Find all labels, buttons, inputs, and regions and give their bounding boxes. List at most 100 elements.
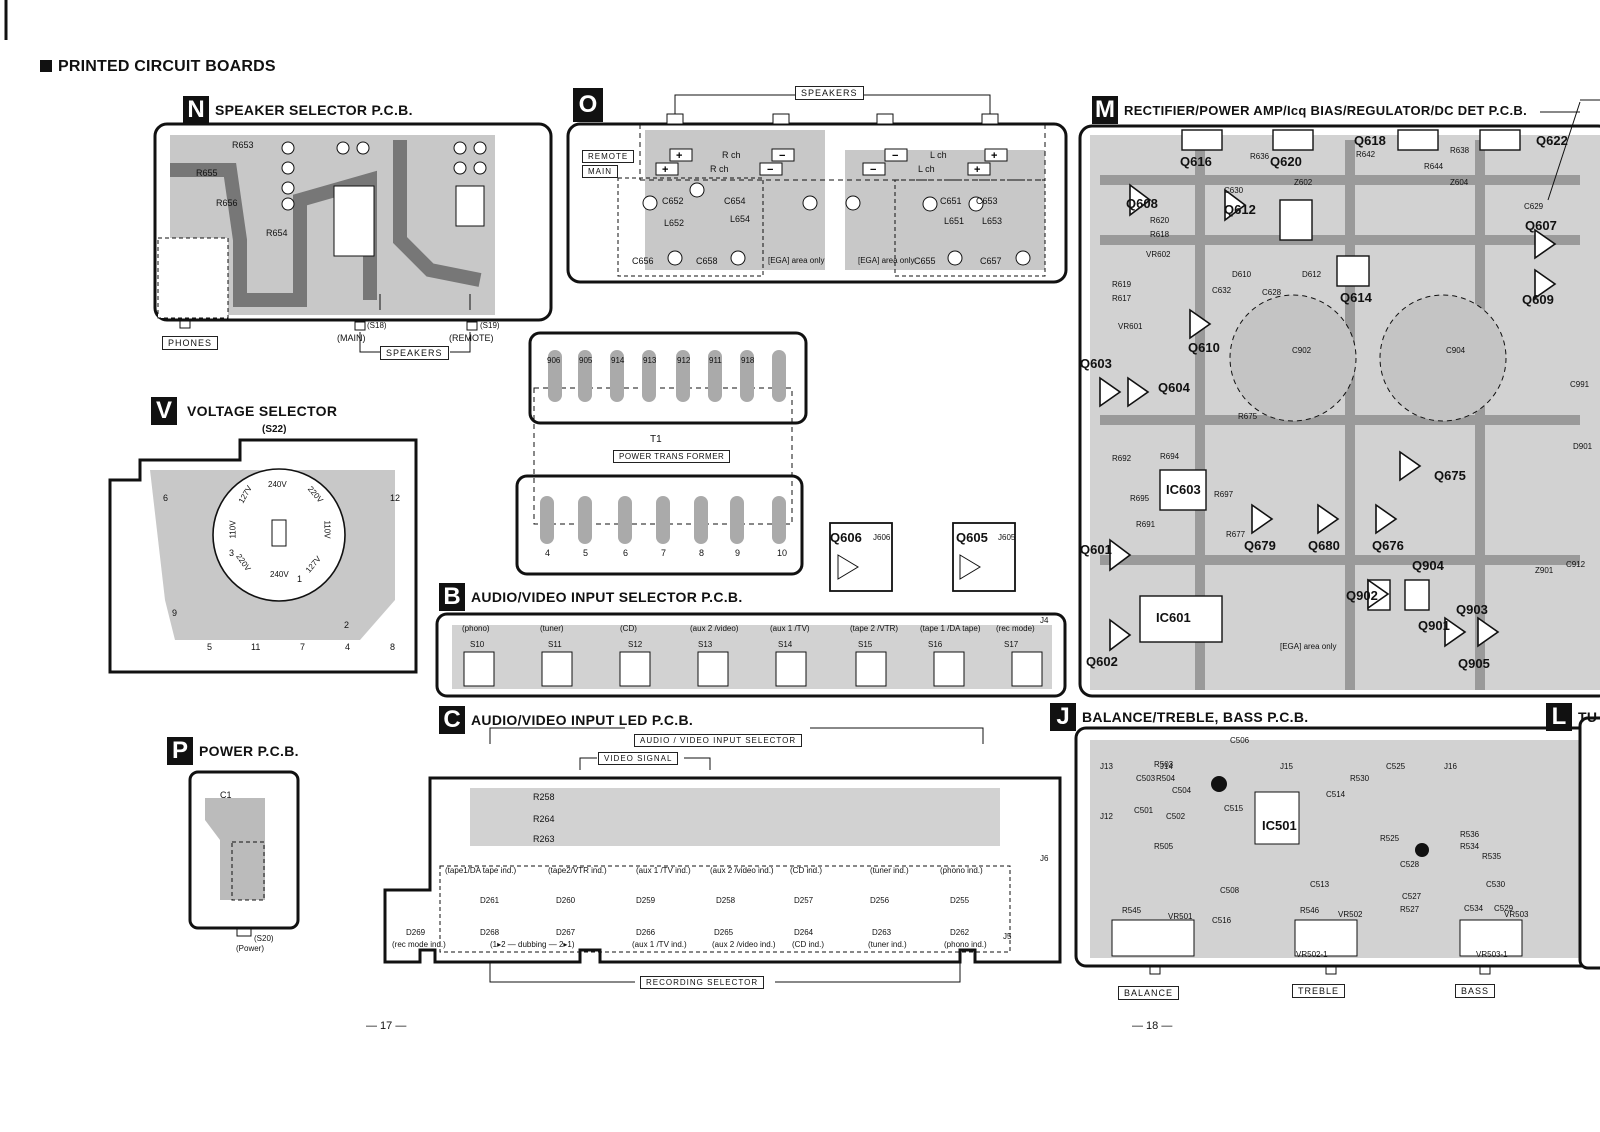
transistor-label: Q612 (1224, 202, 1256, 217)
speakers-terminal-label: SPEAKERS (795, 86, 864, 100)
transistor-label: Q903 (1456, 602, 1488, 617)
j6-label: J6 (1040, 854, 1049, 863)
ic-label: IC501 (1262, 818, 1297, 833)
led-function-label: (aux 2 /video ind.) (712, 940, 776, 949)
led-function-label: (phono ind.) (940, 866, 983, 875)
transformer-pin: 918 (741, 356, 755, 365)
transistor-label: Q620 (1270, 154, 1302, 169)
transistor-label: Q610 (1188, 340, 1220, 355)
voltage-label: 240V (270, 570, 289, 579)
component-ref: R644 (1424, 162, 1444, 171)
switch-ref-label: S12 (628, 640, 643, 649)
component-ref: R636 (1250, 152, 1270, 161)
voltage-pin: 7 (300, 642, 306, 652)
balance-label: BALANCE (1118, 986, 1180, 1000)
component-ref: R525 (1380, 834, 1400, 843)
component-ref: R692 (1112, 454, 1132, 463)
component-ref: C513 (1310, 880, 1330, 889)
svg-text:−: − (779, 150, 785, 162)
svg-text:+: + (676, 150, 682, 162)
remote-terminal-label: REMOTE (582, 150, 635, 163)
component-ref: C516 (1212, 916, 1232, 925)
component-ref: R691 (1136, 520, 1156, 529)
rch-label: R ch (710, 164, 729, 174)
transformer-pin: 906 (547, 356, 561, 365)
transformer-pin: 4 (545, 548, 551, 558)
transistor-label: Q901 (1418, 618, 1450, 633)
led-function-label: (phono ind.) (944, 940, 987, 949)
led-function-label: (tuner ind.) (868, 940, 907, 949)
voltage-pin: 6 (163, 493, 169, 503)
transistor-label: Q905 (1458, 656, 1490, 671)
component-ref: C514 (1326, 790, 1346, 799)
switch-function-label: (phono) (462, 624, 490, 633)
component-ref: C527 (1402, 892, 1422, 901)
treble-label: TREBLE (1292, 984, 1346, 998)
led-function-label: (aux 2 /video ind.) (710, 866, 774, 875)
component-ref: R545 (1122, 906, 1142, 915)
transformer-pin: 914 (611, 356, 625, 365)
transistor-label: Q679 (1244, 538, 1276, 553)
s19-label: (S19) (480, 321, 500, 330)
ref-label: R656 (216, 198, 238, 208)
s18-label: (S18) (367, 321, 387, 330)
svg-text:−: − (892, 150, 898, 162)
potentiometer-label: VR502 (1338, 910, 1363, 919)
transistor-label: Q902 (1346, 588, 1378, 603)
switch-ref-label: S10 (470, 640, 485, 649)
j605-label: J605 (998, 533, 1016, 542)
component-ref: C502 (1166, 812, 1186, 821)
recording-selector-label: RECORDING SELECTOR (640, 976, 765, 989)
component-ref: J14 (1160, 762, 1173, 771)
switch-ref-label: S17 (1004, 640, 1019, 649)
svg-text:+: + (662, 164, 668, 176)
component-ref: R618 (1150, 230, 1170, 239)
ref-label: R655 (196, 168, 218, 178)
component-ref: C508 (1220, 886, 1240, 895)
switch-function-label: (CD) (620, 624, 637, 633)
component-ref: C628 (1262, 288, 1282, 297)
component-ref: J12 (1100, 812, 1113, 821)
component-ref: C902 (1292, 346, 1312, 355)
transistor-label: Q675 (1434, 468, 1466, 483)
component-ref: Z604 (1450, 178, 1469, 187)
component-ref: C629 (1524, 202, 1544, 211)
transistor-label: Q676 (1372, 538, 1404, 553)
component-ref: C525 (1386, 762, 1406, 771)
component-ref: R530 (1350, 774, 1370, 783)
ref-label: C654 (724, 196, 746, 206)
speaker-terminal-board: +− +− −+ −+ (566, 94, 1068, 284)
transformer-pin: 905 (579, 356, 593, 365)
main-terminal-label: MAIN (582, 165, 618, 178)
rch-label: R ch (722, 150, 741, 160)
switch-ref-label: S16 (928, 640, 943, 649)
voltage-pin: 2 (344, 620, 350, 630)
section-o-header: O (573, 88, 609, 122)
component-ref: R642 (1356, 150, 1376, 159)
switch-ref-label: S11 (548, 640, 562, 649)
component-ref: R695 (1130, 494, 1150, 503)
ega-area-note: [EGA] area only (1280, 642, 1337, 651)
component-ref: R546 (1300, 906, 1320, 915)
switch-ref-label: S13 (698, 640, 713, 649)
page-number-right: — 18 — (1132, 1020, 1173, 1032)
component-ref: J16 (1444, 762, 1457, 771)
speaker-selector-board (153, 122, 553, 353)
component-ref: VR601 (1118, 322, 1143, 331)
ref-label: C655 (914, 256, 936, 266)
voltage-pin: 4 (345, 642, 351, 652)
component-ref: R677 (1226, 530, 1246, 539)
transformer-pin: 7 (661, 548, 667, 558)
component-ref: C504 (1172, 786, 1192, 795)
led-ref-label: D264 (794, 928, 814, 937)
led-ref-label: D267 (556, 928, 576, 937)
component-ref: C529 (1494, 904, 1514, 913)
led-ref-label: D262 (950, 928, 970, 937)
component-ref: VR602 (1146, 250, 1171, 259)
